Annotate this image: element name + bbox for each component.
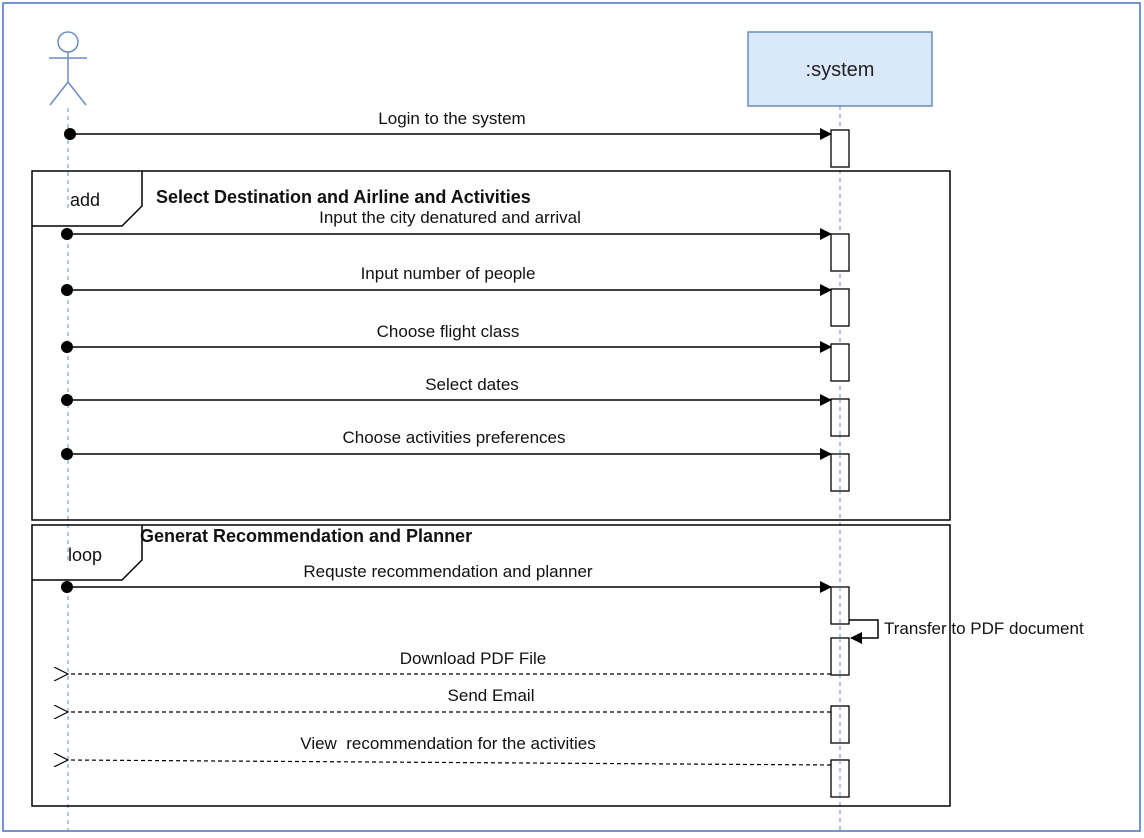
message-request-recommendation: Requste recommendation and planner bbox=[61, 562, 832, 593]
fragment-add: add Select Destination and Airline and A… bbox=[31, 170, 951, 521]
activation-bar bbox=[830, 288, 850, 327]
activation-bar bbox=[830, 129, 850, 168]
message-label: Choose activities preferences bbox=[342, 428, 565, 447]
message-label: Requste recommendation and planner bbox=[303, 562, 593, 581]
message-label: Input the city denatured and arrival bbox=[319, 208, 581, 227]
message-select-dates: Select dates bbox=[61, 375, 832, 406]
fragment-title: Generat Recommendation and Planner bbox=[140, 526, 472, 546]
message-label: Download PDF File bbox=[400, 649, 546, 668]
activation-bar bbox=[830, 233, 850, 272]
actor-icon bbox=[49, 31, 87, 106]
message-reply-send-email: Send Email bbox=[68, 686, 831, 712]
system-lifeline-head bbox=[747, 31, 933, 107]
message-label: Select dates bbox=[425, 375, 519, 394]
activation-bar bbox=[830, 343, 850, 382]
message-input-city: Input the city denatured and arrival bbox=[61, 208, 832, 240]
message-self-transfer-pdf: Transfer to PDF document bbox=[849, 619, 1084, 644]
fragment-title: Select Destination and Airline and Activ… bbox=[156, 187, 531, 207]
message-reply-download-pdf: Download PDF File bbox=[68, 649, 831, 674]
message-input-people: Input number of people bbox=[61, 264, 832, 296]
system-lifeline-label: :system bbox=[806, 59, 875, 81]
message-label: Send Email bbox=[448, 686, 535, 705]
fragment-operator: loop bbox=[68, 545, 102, 565]
message-flight-class: Choose flight class bbox=[61, 322, 832, 353]
message-label: Login to the system bbox=[378, 109, 525, 128]
message-label: Choose flight class bbox=[377, 322, 520, 341]
message-reply-view-recommendation: View recommendation for the activities bbox=[68, 734, 832, 765]
message-label: Input number of people bbox=[361, 264, 536, 283]
message-label: View recommendation for the activities bbox=[300, 734, 595, 753]
message-activities-preferences: Choose activities preferences bbox=[61, 428, 832, 460]
message-label: Transfer to PDF document bbox=[884, 619, 1084, 638]
fragment-loop: loop Generat Recommendation and Planner bbox=[31, 524, 951, 807]
message-login: Login to the system bbox=[64, 109, 832, 140]
activation-bars bbox=[830, 129, 850, 798]
fragment-operator: add bbox=[70, 190, 100, 210]
